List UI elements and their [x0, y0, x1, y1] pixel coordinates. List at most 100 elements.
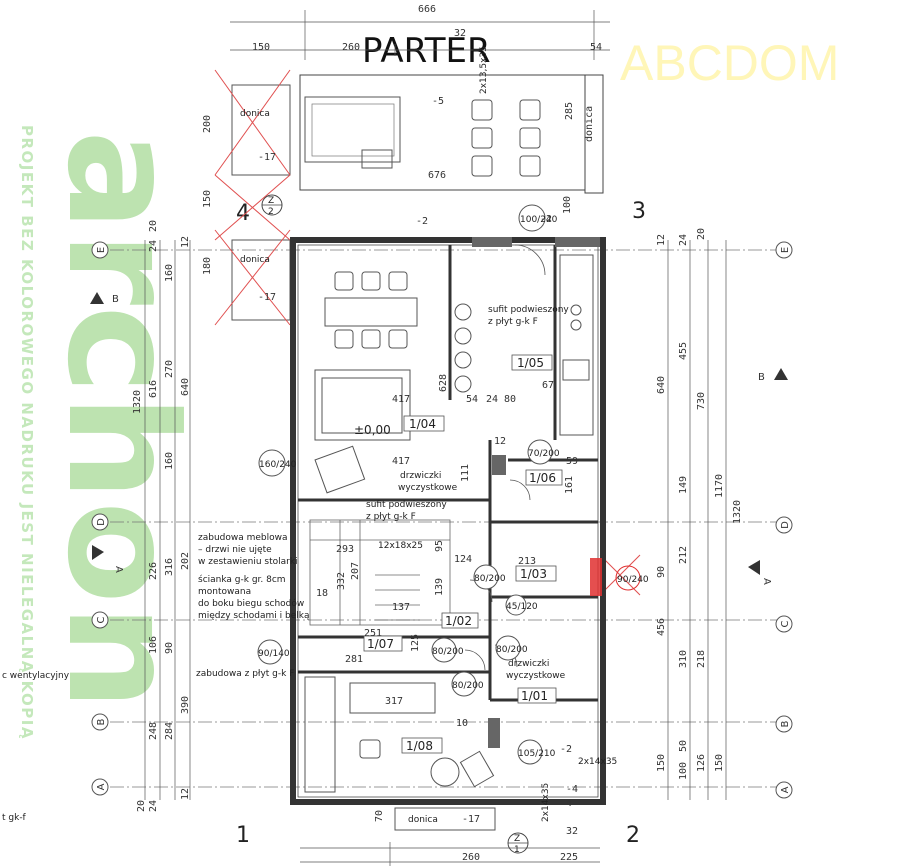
svg-text:80/200: 80/200 — [432, 647, 464, 657]
svg-text:-17: -17 — [462, 814, 480, 825]
svg-text:4: 4 — [566, 798, 572, 809]
svg-text:95: 95 — [434, 540, 445, 552]
svg-text:150: 150 — [714, 754, 725, 772]
svg-text:225: 225 — [560, 852, 578, 863]
axis-b-left: B — [91, 713, 109, 731]
room-102: 1/02 — [445, 614, 472, 628]
room-108-furniture — [304, 676, 495, 793]
svg-text:456: 456 — [656, 618, 667, 636]
planter-label-1: donica — [240, 109, 270, 119]
svg-text:640: 640 — [656, 376, 667, 394]
svg-text:80: 80 — [504, 394, 516, 405]
elevation-marker-bottom: Z 1 — [507, 832, 529, 855]
section-marker-b-left: B — [90, 292, 119, 305]
svg-text:1320: 1320 — [732, 500, 743, 524]
svg-text:149: 149 — [678, 476, 689, 494]
svg-text:24: 24 — [486, 394, 498, 405]
elevation-marker: Z 2 — [261, 194, 283, 217]
quadrant-4: 4 — [236, 201, 250, 226]
svg-text:E: E — [780, 247, 791, 253]
svg-text:332: 332 — [336, 572, 347, 590]
svg-text:417: 417 — [392, 394, 410, 405]
svg-text:100/240: 100/240 — [520, 215, 558, 225]
svg-text:70/200: 70/200 — [528, 449, 560, 459]
svg-text:59: 59 — [566, 456, 578, 467]
svg-text:D: D — [96, 518, 107, 526]
quadrant-1: 1 — [236, 823, 250, 848]
svg-text:-2: -2 — [540, 214, 552, 225]
svg-text:2x14x35: 2x14x35 — [541, 783, 551, 822]
watermark: archon PROJEKT BEZ KOLOROWEGO NADRUKU JE… — [18, 125, 208, 740]
svg-text:24: 24 — [678, 234, 689, 246]
svg-text:676: 676 — [428, 170, 446, 181]
svg-text:284: 284 — [164, 722, 175, 740]
brand-logo: ABCDOM — [620, 35, 839, 91]
svg-text:20: 20 — [148, 220, 159, 232]
svg-text:A: A — [780, 786, 791, 793]
svg-text:18: 18 — [316, 588, 328, 599]
svg-text:285: 285 — [564, 102, 575, 120]
svg-text:125: 125 — [410, 634, 421, 652]
svg-text:-17: -17 — [258, 292, 276, 303]
svg-text:c wentylacyjny: c wentylacyjny — [2, 671, 70, 681]
page-title: PARTER — [362, 31, 491, 71]
svg-text:2: 2 — [268, 207, 274, 217]
svg-text:B: B — [96, 718, 107, 725]
svg-text:666: 666 — [418, 4, 436, 15]
svg-text:12: 12 — [494, 436, 506, 447]
svg-text:zabudowa meblowa: zabudowa meblowa — [198, 533, 288, 543]
svg-text:20: 20 — [136, 800, 147, 812]
svg-text:-17: -17 — [258, 152, 276, 163]
left-dimension-lines — [144, 240, 191, 800]
fire-window — [590, 558, 602, 596]
svg-text:1320: 1320 — [132, 390, 143, 414]
svg-text:139: 139 — [434, 578, 445, 596]
svg-text:12x18x25: 12x18x25 — [378, 541, 423, 551]
svg-text:24: 24 — [148, 800, 159, 812]
right-dimension-lines — [667, 240, 727, 800]
svg-text:-5: -5 — [432, 96, 444, 107]
axis-c-left: C — [91, 611, 109, 629]
svg-text:316: 316 — [164, 558, 175, 576]
svg-text:100: 100 — [562, 196, 573, 214]
svg-text:260: 260 — [462, 852, 480, 863]
axis-b-right: B — [775, 715, 793, 733]
axis-d-right: D — [775, 516, 793, 534]
planter-label-2: donica — [240, 255, 270, 265]
svg-text:2x14x35: 2x14x35 — [578, 757, 617, 767]
svg-text:20: 20 — [696, 228, 707, 240]
svg-text:50: 50 — [678, 740, 689, 752]
planter-label-3: donica — [408, 815, 438, 825]
planter-label-4: donica — [584, 106, 595, 142]
svg-text:B: B — [780, 720, 791, 727]
planters-left — [231, 84, 496, 831]
svg-text:drzwiczki: drzwiczki — [400, 471, 441, 481]
svg-text:-2: -2 — [560, 744, 572, 755]
svg-text:628: 628 — [438, 374, 449, 392]
terrace — [299, 74, 604, 194]
svg-text:160/240: 160/240 — [259, 460, 297, 470]
svg-text:sufit podwieszony: sufit podwieszony — [488, 305, 569, 315]
svg-text:270: 270 — [164, 360, 175, 378]
room-101: 1/01 — [521, 689, 548, 703]
svg-text:390: 390 — [180, 696, 191, 714]
svg-text:54: 54 — [466, 394, 478, 405]
svg-text:wyczystkowe: wyczystkowe — [506, 671, 566, 681]
svg-text:54: 54 — [590, 42, 602, 53]
room-104: 1/04 — [409, 417, 436, 431]
watermark-vertical-text: PROJEKT BEZ KOLOROWEGO NADRUKU JEST NIEL… — [18, 125, 36, 740]
svg-text:z płyt g-k F: z płyt g-k F — [366, 512, 416, 522]
svg-text:80/200: 80/200 — [452, 681, 484, 691]
svg-text:wyczystkowe: wyczystkowe — [398, 483, 458, 493]
svg-text:105/210: 105/210 — [518, 749, 556, 759]
axis-e-right: E — [775, 241, 793, 259]
svg-text:213: 213 — [518, 556, 536, 567]
svg-text:C: C — [96, 616, 107, 623]
svg-text:12: 12 — [180, 236, 191, 248]
svg-text:730: 730 — [696, 392, 707, 410]
svg-text:D: D — [780, 521, 791, 529]
svg-text:1: 1 — [514, 845, 520, 855]
room-107: 1/07 — [367, 637, 394, 651]
svg-text:80/200: 80/200 — [474, 574, 506, 584]
svg-text:281: 281 — [345, 654, 363, 665]
